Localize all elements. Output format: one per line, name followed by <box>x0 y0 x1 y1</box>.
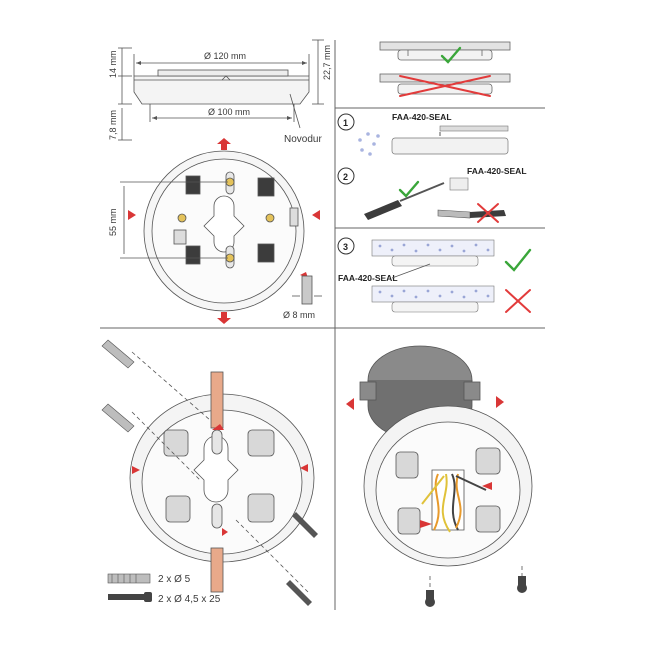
dim-hole-spacing: 55 mm <box>108 208 118 236</box>
side-view-arrows <box>136 61 307 120</box>
screw-anchor-detail <box>292 275 322 305</box>
base-top-view <box>120 150 305 312</box>
screws <box>286 512 318 606</box>
check-icon <box>440 46 462 64</box>
dim-height-left: 14 mm <box>108 50 118 78</box>
step-3-number: 3 <box>343 242 348 252</box>
parts-legend: 2 x Ø 5 2 x Ø 4,5 x 25 <box>107 573 221 605</box>
screw-legend-icon <box>108 592 152 602</box>
anchor-legend-icon <box>107 573 151 584</box>
step-2-tools: 2 FAA-420-SEAL <box>337 166 527 223</box>
seal-dots <box>378 243 490 299</box>
panel-dividers <box>100 40 545 610</box>
wall-mount-view <box>129 351 315 593</box>
step-2-label: FAA-420-SEAL <box>467 166 527 176</box>
dim-screw-diameter: Ø 8 mm <box>283 310 315 320</box>
dim-inner-diameter: Ø 100 mm <box>208 107 250 117</box>
step-3-label: FAA-420-SEAL <box>338 273 398 283</box>
dim-base-height: 7,8 mm <box>108 110 118 140</box>
red-clips-box <box>346 396 504 528</box>
screwdriver-icon <box>364 182 445 220</box>
water-drops <box>358 132 380 156</box>
cross-icon <box>399 75 491 97</box>
step-1-seal-apply: 1 FAA-420-SEAL <box>337 112 509 156</box>
step-2-number: 2 <box>343 172 348 182</box>
box-screws <box>425 576 527 607</box>
knife-icon <box>437 209 506 219</box>
red-clips-mount <box>132 424 308 536</box>
cross-icon <box>477 203 499 223</box>
check-icon <box>504 248 532 272</box>
dim-outer-diameter: Ø 120 mm <box>204 51 246 61</box>
step-3-result: 3 FAA-420-SEAL <box>337 237 532 313</box>
material-label: Novodur <box>284 134 322 145</box>
legend-screw-label: 2 x Ø 4,5 x 25 <box>158 594 221 605</box>
dim-height-total: 22,7 mm <box>322 45 332 80</box>
wires <box>421 473 487 533</box>
step-1-label: FAA-420-SEAL <box>392 112 452 122</box>
cross-icon <box>505 289 531 313</box>
side-view-drawing <box>118 39 324 141</box>
step-1-number: 1 <box>343 118 348 128</box>
legend-anchor-label: 2 x Ø 5 <box>158 574 191 585</box>
junction-box-view <box>359 345 533 598</box>
wall-anchors <box>101 339 135 433</box>
